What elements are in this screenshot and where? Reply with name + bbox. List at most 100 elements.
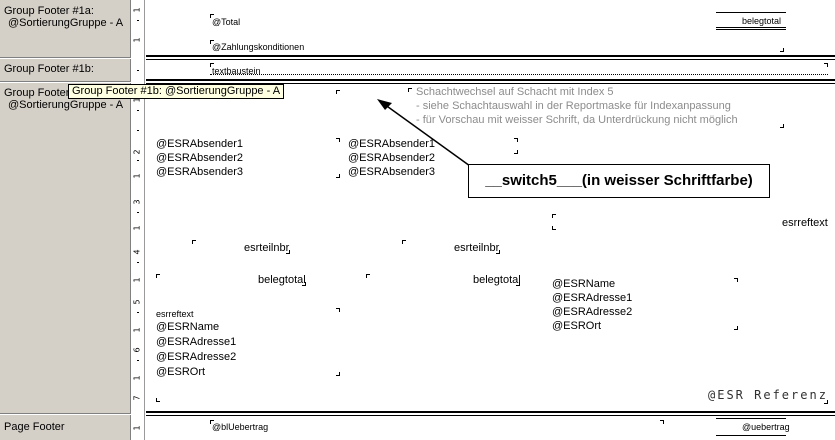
field-handle	[408, 88, 412, 92]
ruler-tick	[137, 262, 139, 263]
field-handle	[210, 63, 214, 67]
ruler-mark: 4	[132, 249, 142, 255]
field-handle	[780, 48, 784, 52]
field-esrteilnbr-left[interactable]: esrteilnbr	[244, 242, 290, 254]
field-handle	[210, 14, 214, 18]
section-group-footer-1a[interactable]: Group Footer #1a: @SortierungGruppe - A	[0, 2, 131, 29]
field-handle	[192, 240, 196, 244]
field-handle	[210, 40, 214, 44]
field-esradresse1-left[interactable]: @ESRAdresse1	[156, 336, 237, 348]
ruler-mark: 1	[132, 37, 142, 43]
ruler-mark: 1	[132, 7, 142, 13]
field-esrort-left[interactable]: @ESROrt	[156, 366, 206, 378]
ruler-tick	[137, 130, 139, 131]
field-esrabsender1-left[interactable]: @ESRAbsender1	[156, 138, 243, 150]
section-label-column: Group Footer #1a: @SortierungGruppe - A …	[0, 0, 131, 440]
section-sublabel: @SortierungGruppe - A	[8, 99, 124, 111]
field-handle	[496, 250, 500, 254]
field-handle	[336, 174, 340, 178]
field-handle	[780, 124, 784, 128]
ruler-mark: 6	[132, 347, 142, 353]
field-handle	[824, 400, 828, 404]
ruler-mark: 3	[132, 199, 142, 205]
field-handle	[514, 138, 518, 142]
field-uebertrag-frame[interactable]	[716, 418, 786, 436]
field-handle	[516, 282, 520, 286]
field-bluebertrag[interactable]: @blUebertrag	[212, 422, 269, 432]
section-separator[interactable]	[0, 81, 131, 83]
ruler-mark: 1	[132, 425, 142, 431]
ruler-tick	[137, 312, 139, 313]
ruler-mark: 1	[132, 375, 142, 381]
field-handle	[336, 90, 340, 94]
field-uebertrag[interactable]: @uebertrag	[742, 422, 790, 432]
section-label: Group Footer #1b:	[4, 63, 94, 75]
field-total[interactable]: @Total	[212, 17, 241, 27]
section-label: Group Footer #	[4, 87, 79, 99]
field-esrabsender2-right[interactable]: @ESRAbsender2	[348, 152, 435, 164]
section-tooltip: Group Footer #1b: @SortierungGruppe - A	[68, 84, 285, 99]
field-esradresse2-right[interactable]: @ESRAdresse2	[552, 306, 633, 318]
section-separator[interactable]	[0, 413, 131, 415]
ruler-mark: 2	[132, 149, 142, 155]
section-group-footer-1c[interactable]: Group Footer # @SortierungGruppe - A	[0, 84, 131, 111]
field-handle	[336, 372, 340, 376]
field-belegtotal-frame[interactable]	[716, 12, 786, 30]
ruler-tick	[137, 360, 139, 361]
field-belegtotal-left[interactable]: belegtotal	[258, 274, 306, 286]
ruler-tick	[137, 160, 139, 161]
field-esrreftext-left[interactable]: esrreftext	[156, 309, 194, 319]
ruler-mark: 1	[132, 173, 142, 179]
field-esradresse1-right[interactable]: @ESRAdresse1	[552, 292, 633, 304]
field-handle	[402, 240, 406, 244]
field-handle	[660, 420, 664, 424]
field-handle	[156, 398, 160, 402]
band-separator[interactable]	[146, 55, 835, 60]
field-handle	[552, 226, 556, 230]
field-zahlungskonditionen[interactable]: @Zahlungskonditionen	[212, 42, 305, 52]
section-label: Page Footer	[4, 421, 65, 433]
field-esrabsender3-right[interactable]: @ESRAbsender3	[348, 166, 435, 178]
field-handle	[286, 250, 290, 254]
field-esrort-right[interactable]: @ESROrt	[552, 320, 602, 332]
field-belegtotal-top[interactable]: belegtotal	[742, 16, 782, 26]
field-esrreftext-right[interactable]: esrreftext	[782, 217, 828, 229]
field-handle	[302, 282, 306, 286]
field-esrabsender3-left[interactable]: @ESRAbsender3	[156, 166, 243, 178]
report-design-canvas[interactable]: @Total belegtotal @Zahlungskonditionen t…	[146, 0, 835, 440]
section-group-footer-1b[interactable]: Group Footer #1b:	[0, 60, 131, 75]
field-handle	[552, 214, 556, 218]
note-line-2[interactable]: - siehe Schachtauswahl in der Reportmask…	[416, 100, 731, 112]
band-separator[interactable]	[146, 411, 835, 416]
ruler-mark: 1	[132, 327, 142, 333]
field-handle	[366, 274, 370, 278]
note-line-1[interactable]: Schachtwechsel auf Schacht mit Index 5	[416, 86, 614, 98]
field-textbaustein[interactable]: textbaustein	[212, 66, 261, 76]
field-handle	[336, 308, 340, 312]
vertical-ruler: 1 1 1 2 1 3 1 4 1 5 1 6 1 7 1	[131, 0, 145, 440]
ruler-mark: 1	[132, 225, 142, 231]
field-belegtotal-right[interactable]: belegtotal	[473, 274, 521, 286]
ruler-tick	[137, 70, 139, 71]
field-esrname-left[interactable]: @ESRName	[156, 321, 220, 333]
field-esrabsender2-left[interactable]: @ESRAbsender2	[156, 152, 243, 164]
section-separator[interactable]	[0, 57, 131, 59]
ruler-mark: 1	[132, 277, 142, 283]
field-handle	[734, 278, 738, 282]
section-label: Group Footer #1a:	[4, 5, 94, 17]
field-handle	[210, 420, 214, 424]
section-sublabel: @SortierungGruppe - A	[8, 17, 124, 29]
field-handle	[824, 63, 828, 67]
field-handle	[156, 274, 160, 278]
section-page-footer[interactable]: Page Footer	[0, 418, 131, 433]
band-separator[interactable]	[146, 79, 835, 84]
ruler-tick	[137, 212, 139, 213]
field-esr-referenz[interactable]: @ESR Referenz	[708, 388, 828, 402]
field-esrteilnbr-right[interactable]: esrteilnbr	[454, 242, 500, 254]
note-line-3[interactable]: - für Vorschau mit weisser Schrift, da U…	[416, 114, 738, 126]
field-esrname-right[interactable]: @ESRName	[552, 278, 616, 290]
field-textbaustein-frame	[210, 74, 828, 75]
field-esrabsender1-right[interactable]: @ESRAbsender1	[348, 138, 435, 150]
field-esradresse2-left[interactable]: @ESRAdresse2	[156, 351, 237, 363]
field-handle	[514, 150, 518, 154]
